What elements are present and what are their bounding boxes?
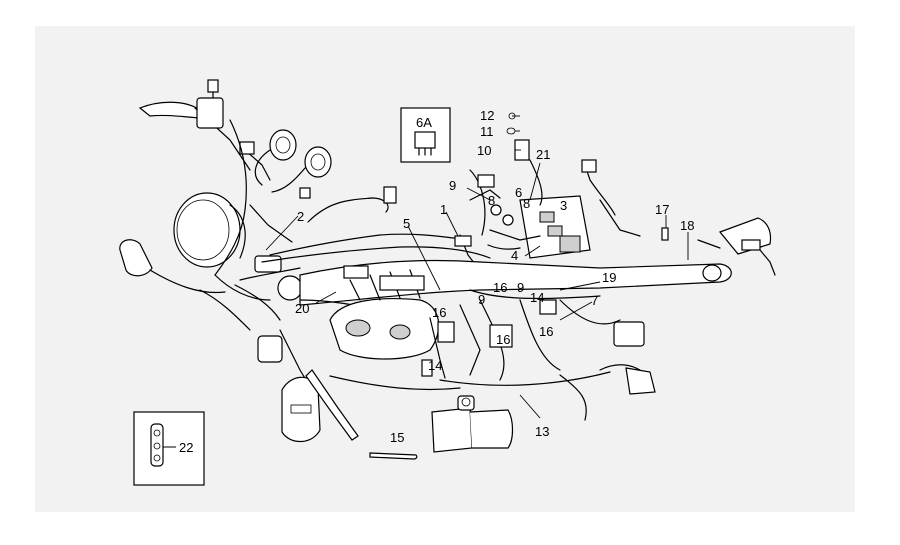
label-21: 21 — [536, 147, 550, 162]
label-11: 11 — [480, 124, 494, 139]
label-8-right: 8 — [523, 196, 530, 211]
inset-box-clip — [133, 411, 205, 486]
mirror — [119, 239, 226, 294]
label-15: 15 — [390, 430, 404, 445]
label-3: 3 — [560, 198, 567, 213]
tail-light — [661, 217, 776, 276]
label-1: 1 — [440, 202, 447, 217]
label-14-mid: 14 — [530, 290, 544, 305]
front-harness — [199, 119, 313, 391]
label-20: 20 — [295, 301, 309, 316]
headlight — [173, 192, 246, 268]
label-16-right: 16 — [539, 324, 553, 339]
label-10: 10 — [477, 143, 491, 158]
relay-icon — [414, 131, 436, 149]
label-6: 6 — [515, 185, 522, 200]
label-7: 7 — [591, 293, 598, 308]
label-8-left: 8 — [488, 193, 495, 208]
label-9-mid: 9 — [517, 280, 524, 295]
side-switch — [281, 369, 359, 443]
label-16-left: 16 — [432, 305, 446, 320]
switch-block-icon — [196, 97, 224, 129]
label-9-low: 9 — [478, 292, 485, 307]
part-labels: 2 1 5 6A 12 11 10 21 9 8 6 8 3 4 17 18 1… — [179, 108, 694, 455]
label-17: 17 — [655, 202, 669, 217]
relay-block — [469, 112, 641, 259]
label-9-top: 9 — [449, 178, 456, 193]
inset-box-relay — [400, 107, 451, 163]
upper-cables — [261, 169, 491, 269]
label-16-mid: 16 — [493, 280, 507, 295]
label-14-low: 14 — [428, 358, 442, 373]
label-12: 12 — [480, 108, 494, 123]
cable-tie — [369, 452, 418, 460]
label-19: 19 — [602, 270, 616, 285]
engine-block — [329, 265, 440, 360]
label-6a: 6A — [416, 115, 432, 130]
starter-motor — [431, 395, 514, 453]
label-5: 5 — [403, 216, 410, 231]
label-18: 18 — [680, 218, 694, 233]
label-22: 22 — [179, 440, 193, 455]
leader-lines — [163, 115, 689, 448]
label-13: 13 — [535, 424, 549, 439]
label-2: 2 — [297, 209, 304, 224]
label-4: 4 — [511, 248, 518, 263]
label-16-center: 16 — [496, 332, 510, 347]
horn-icon — [257, 335, 283, 363]
clutch-lever — [138, 79, 251, 171]
rear-harness — [329, 299, 656, 421]
instrument-gauges — [239, 129, 332, 199]
